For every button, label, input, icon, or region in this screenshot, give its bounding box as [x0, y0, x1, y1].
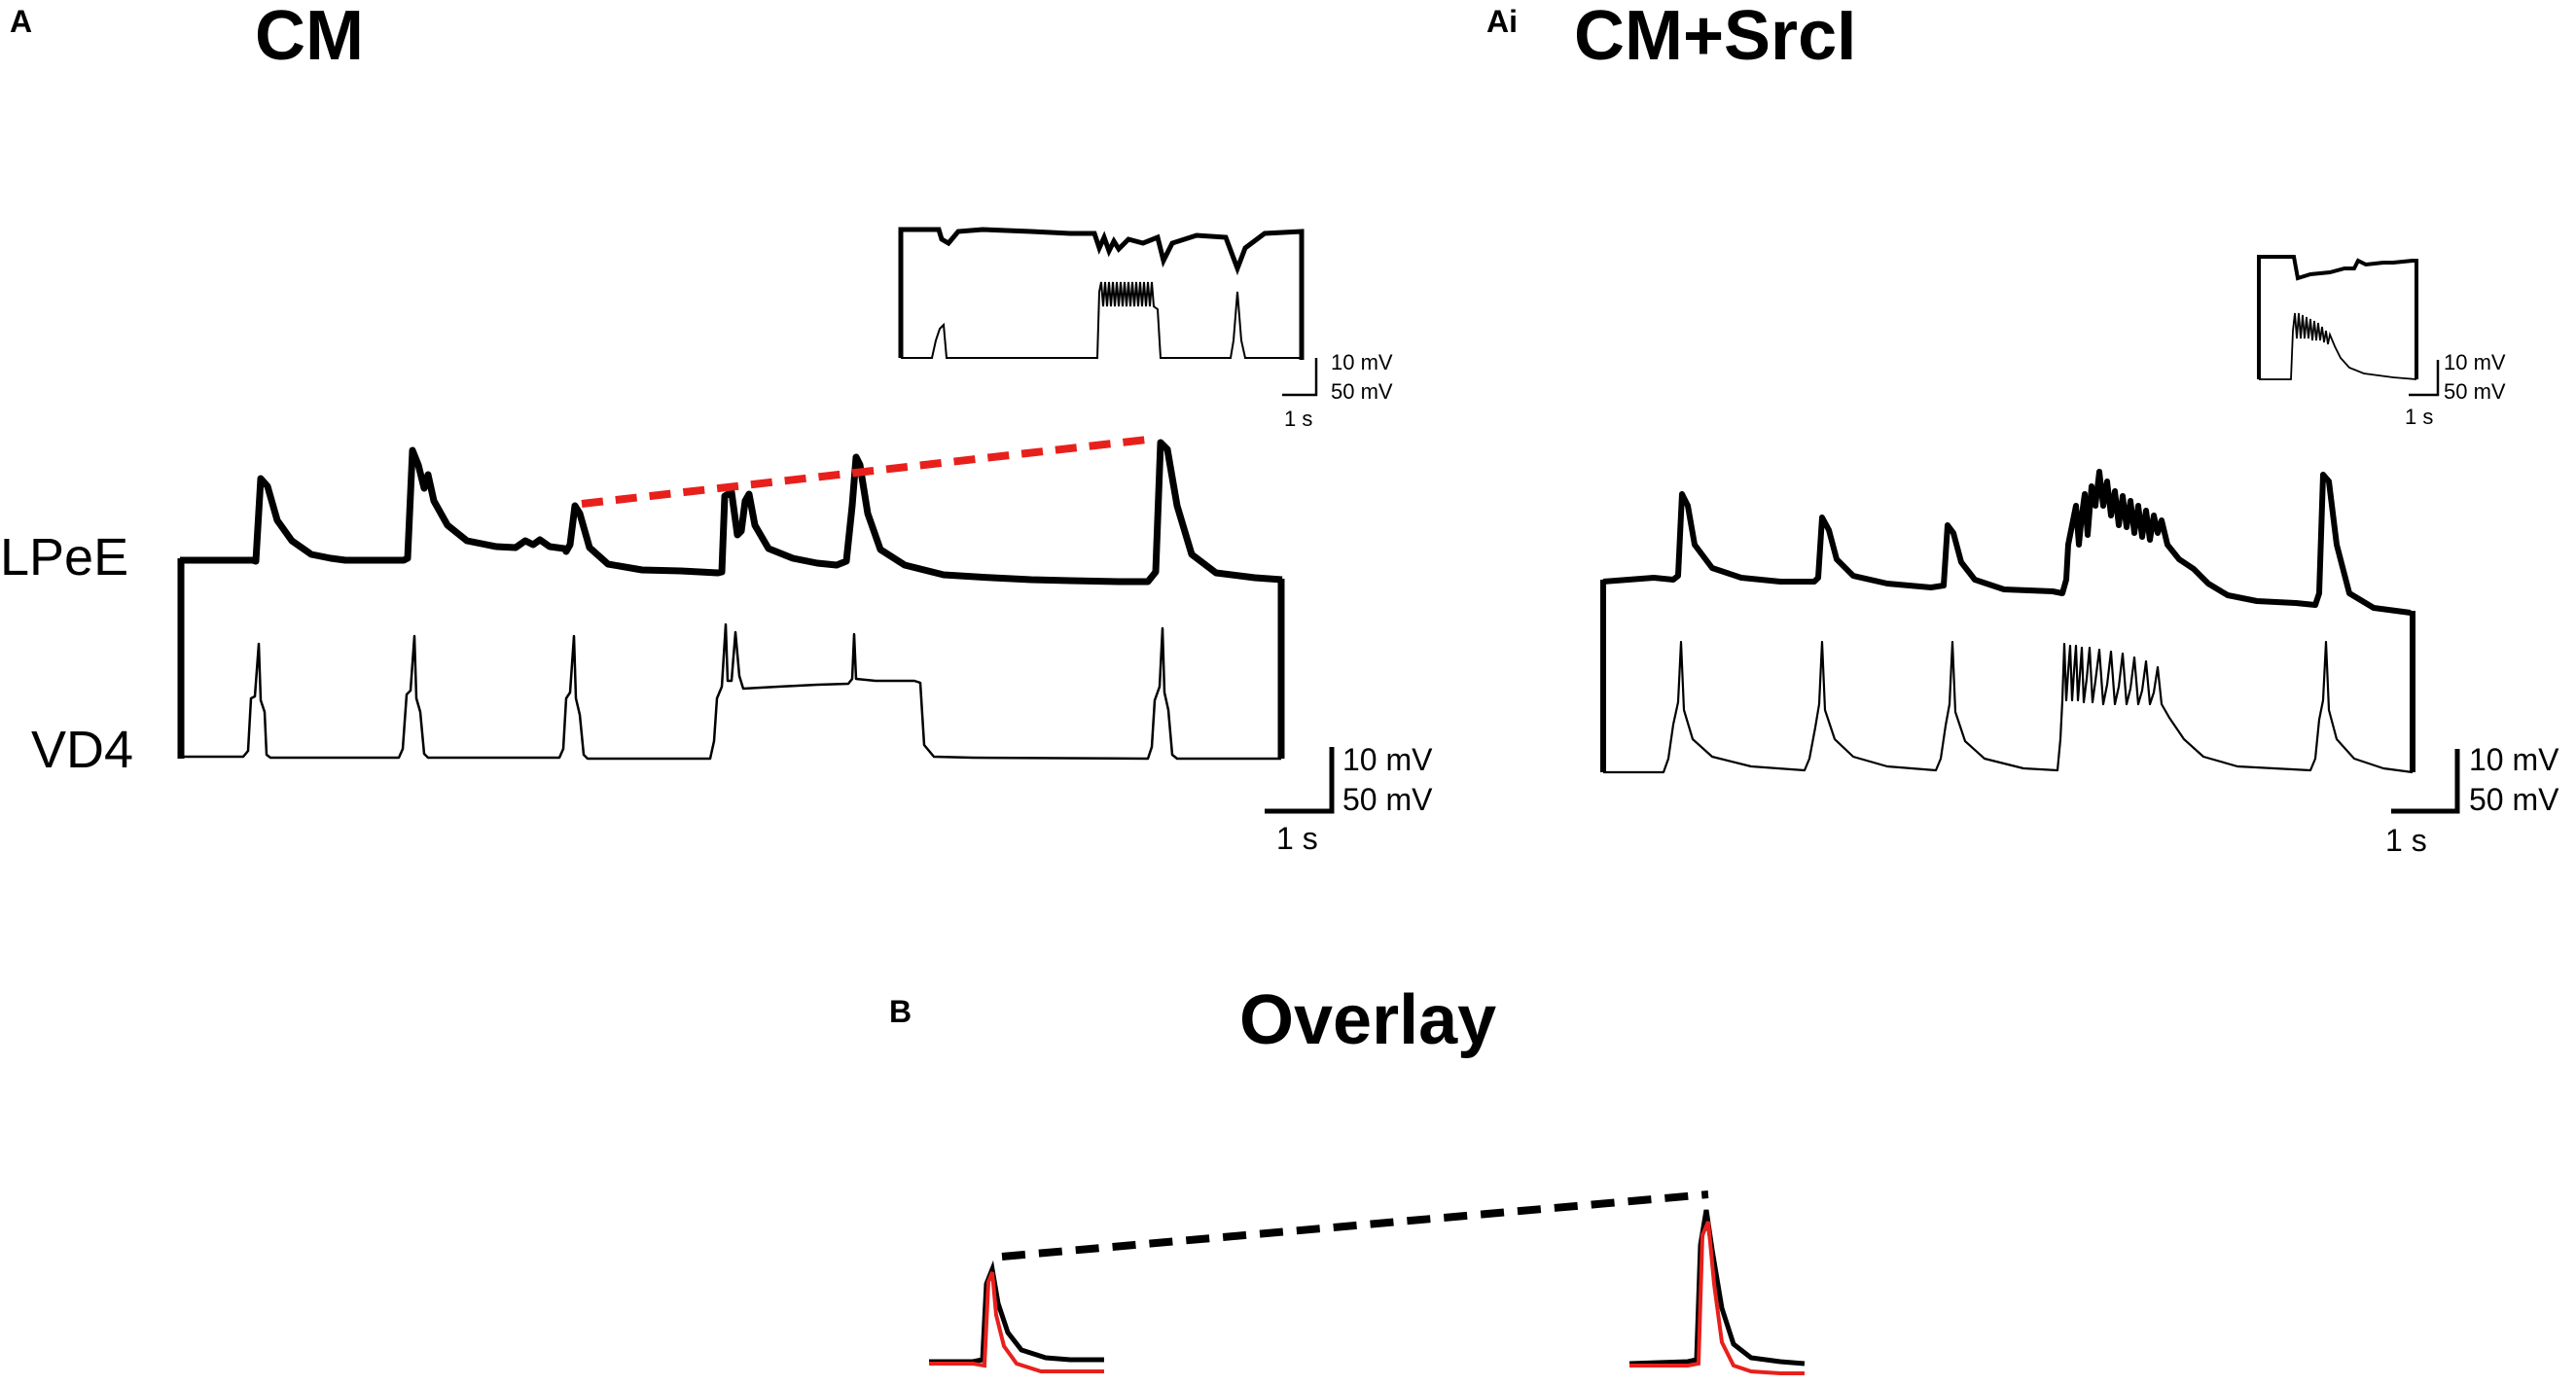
- panel-letter-a: A: [10, 4, 33, 39]
- ai-inset-vd4: [2259, 312, 2417, 380]
- panel-letter-b: B: [889, 994, 912, 1029]
- a-inset-lpee: [898, 227, 1305, 360]
- panel-b-overlay: [929, 1190, 1806, 1375]
- panel-title-cm-srci: CM+SrcI: [1574, 0, 1857, 75]
- lpee-trace-cm-srci: [1602, 469, 2412, 616]
- panel-ai-inset: [2257, 255, 2440, 397]
- a-scalebar-time: 1 s: [1276, 821, 1318, 856]
- a-inset-scalebar-v-bottom: 50 mV: [1331, 379, 1393, 404]
- panel-a-traces: [177, 435, 1285, 761]
- ai-scalebar-v-top: 10 mV: [2469, 742, 2559, 777]
- a-scalebar-v-bottom: 50 mV: [1342, 782, 1433, 817]
- overlay-guide-line: [1001, 1190, 1709, 1261]
- ai-scalebar: [2391, 749, 2460, 814]
- ai-inset-scalebar: [2409, 360, 2440, 397]
- a-inset-scalebar: [1282, 358, 1318, 397]
- trace-label-lpee: LPeE: [0, 528, 129, 586]
- trace-label-vd4: VD4: [31, 721, 134, 779]
- ai-scalebar-time: 1 s: [2385, 823, 2427, 858]
- a-scalebar-v-top: 10 mV: [1342, 742, 1433, 777]
- ai-inset-scalebar-time: 1 s: [2405, 405, 2434, 429]
- vd4-trace-cm-srci: [1603, 640, 2414, 774]
- overlay-right-control-trace: [1628, 1209, 1806, 1367]
- a-inset-scalebar-v-top: 10 mV: [1331, 350, 1393, 374]
- overlay-left-red-trace: [929, 1271, 1104, 1373]
- ai-scalebar-v-bottom: 50 mV: [2469, 782, 2559, 817]
- ai-inset-scalebar-v-bottom: 50 mV: [2444, 379, 2506, 404]
- overlay-right-red-trace: [1629, 1221, 1805, 1375]
- vd4-trace-cm: [181, 622, 1281, 761]
- panel-title-cm: CM: [255, 0, 364, 75]
- a-scalebar: [1265, 747, 1335, 814]
- a-inset-scalebar-time: 1 s: [1284, 407, 1313, 431]
- lpee-trace-cm: [179, 439, 1283, 586]
- panel-ai-traces: [1600, 469, 2415, 774]
- ai-inset-lpee: [2257, 255, 2418, 379]
- a-red-guide-line: [581, 435, 1157, 508]
- a-inset-vd4: [901, 281, 1302, 359]
- panel-letter-ai: Ai: [1486, 4, 1518, 39]
- overlay-left-control-trace: [929, 1260, 1104, 1365]
- panel-title-overlay: Overlay: [1239, 981, 1497, 1059]
- ai-inset-scalebar-v-top: 10 mV: [2444, 350, 2506, 374]
- panel-a-inset: [898, 227, 1318, 397]
